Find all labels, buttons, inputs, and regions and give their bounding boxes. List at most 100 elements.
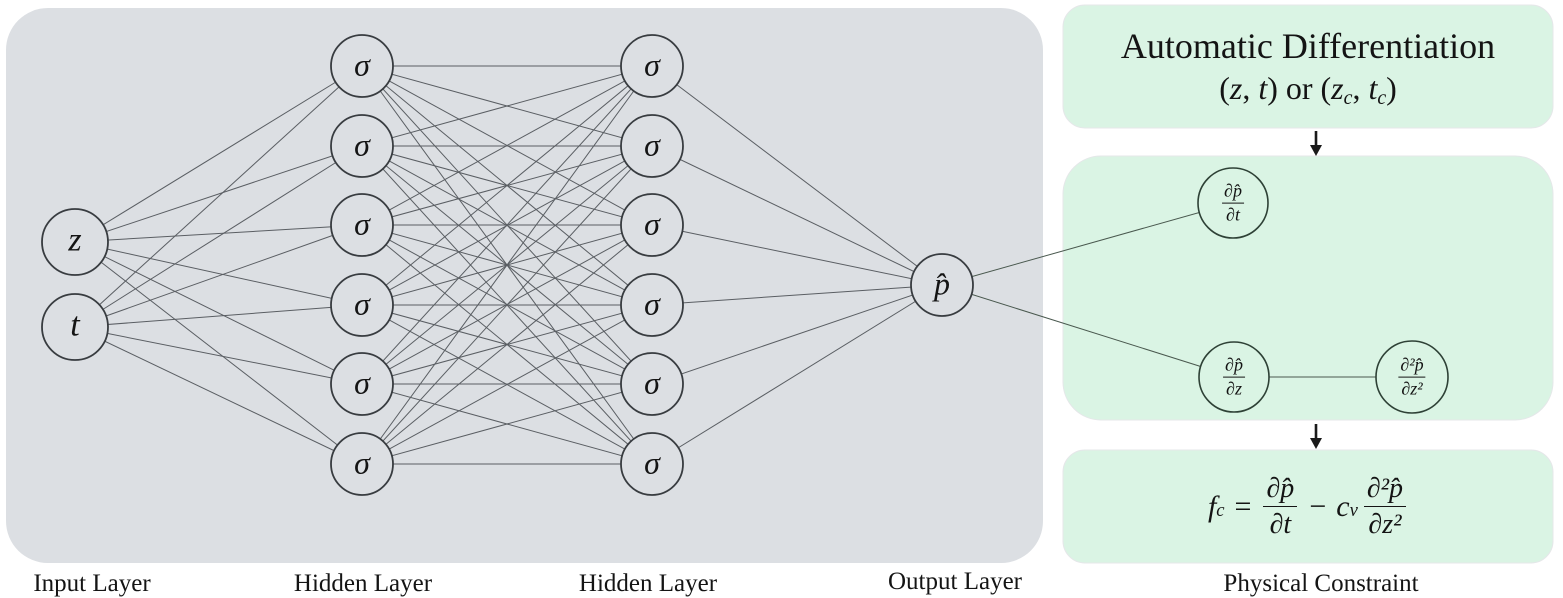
network-edge xyxy=(74,65,363,328)
hidden2-node-6 xyxy=(620,432,684,496)
eq-coef: c xyxy=(1336,489,1350,523)
subtitle-seg: , xyxy=(1242,69,1259,106)
network-edge xyxy=(361,65,653,385)
hidden1-node-3 xyxy=(330,193,394,257)
hidden-node-label: σ xyxy=(644,205,660,242)
network-edge xyxy=(651,145,943,286)
caption-hidden-layer-2: Hidden Layer xyxy=(578,570,718,597)
derivative-edge xyxy=(941,284,1235,378)
subtitle-sub: c xyxy=(1377,86,1387,109)
hidden-node-label: σ xyxy=(644,364,660,401)
network-edge xyxy=(74,241,363,306)
subtitle-seg: , xyxy=(1352,69,1369,106)
eq-frac2: ∂²p̂∂z² xyxy=(1363,473,1407,540)
network-edge xyxy=(651,284,943,385)
hidden-node-label: σ xyxy=(354,444,370,481)
network-edge xyxy=(74,224,363,328)
network-edge xyxy=(361,65,653,147)
hidden2-node-1 xyxy=(620,34,684,98)
hidden1-node-6 xyxy=(330,432,394,496)
eq-equals: = xyxy=(1234,489,1252,523)
dpdz-numerator: ∂p̂ xyxy=(1223,355,1245,378)
d2pdz2-numerator: ∂²p̂ xyxy=(1398,355,1426,378)
network-edge xyxy=(361,65,653,465)
network-edges xyxy=(74,65,1412,465)
eq-lhs: f xyxy=(1207,489,1217,523)
network-nodes xyxy=(41,34,1449,496)
network-edge xyxy=(74,326,363,385)
subtitle-seg: t xyxy=(1368,69,1378,106)
output-node xyxy=(910,253,974,317)
network-edge xyxy=(74,304,363,328)
arrow-down-bottom xyxy=(1310,424,1322,449)
hidden1-node-4 xyxy=(330,273,394,337)
dpdz-node-label: ∂p̂ ∂z xyxy=(1223,355,1245,399)
network-edge xyxy=(74,145,363,243)
network-edge xyxy=(74,241,363,465)
auto-diff-title: Automatic Differentiation xyxy=(1120,26,1496,67)
hidden1-node-2 xyxy=(330,114,394,178)
hidden-node-label: σ xyxy=(354,46,370,83)
network-edge xyxy=(651,224,943,286)
dpdt-node-label: ∂p̂ ∂t xyxy=(1222,181,1244,225)
hidden-node-label: σ xyxy=(644,126,660,163)
eq-frac1-den: ∂t xyxy=(1269,509,1292,540)
input-node-label-z: z xyxy=(68,221,82,259)
derivatives-box xyxy=(1062,155,1554,421)
network-edge xyxy=(361,145,653,465)
hidden-node-label: σ xyxy=(354,126,370,163)
dpdz-denominator: ∂z xyxy=(1226,378,1242,399)
dpdt-numerator: ∂p̂ xyxy=(1222,181,1244,204)
input-node-t xyxy=(41,293,109,361)
eq-minus: − xyxy=(1309,489,1327,523)
network-edge xyxy=(74,326,363,465)
network-edge xyxy=(74,224,363,243)
d2pdz2-denominator: ∂z² xyxy=(1401,378,1423,399)
auto-diff-box xyxy=(1062,4,1554,129)
network-edge xyxy=(74,241,363,385)
network-edge xyxy=(74,65,363,243)
hidden1-node-5 xyxy=(330,352,394,416)
network-edge xyxy=(361,65,653,306)
subtitle-seg: z xyxy=(1229,69,1243,106)
network-edge xyxy=(361,383,653,465)
eq-frac1: ∂p̂∂t xyxy=(1263,473,1298,540)
eq-frac1-num: ∂p̂ xyxy=(1263,473,1298,507)
hidden-node-label: σ xyxy=(354,364,370,401)
caption-input-layer: Input Layer xyxy=(33,570,151,597)
network-edge xyxy=(361,224,653,465)
hidden-node-label: σ xyxy=(354,205,370,242)
caption-output-layer: Output Layer xyxy=(888,568,1022,595)
hidden2-node-2 xyxy=(620,114,684,178)
eq-coef-sub: v xyxy=(1349,499,1358,521)
eq-frac2-den: ∂z² xyxy=(1368,509,1402,540)
input-node-z xyxy=(41,208,109,276)
network-edge xyxy=(651,65,943,286)
subtitle-seg: ( xyxy=(1219,69,1230,106)
network-edge xyxy=(74,145,363,328)
caption-physical-constraint: Physical Constraint xyxy=(1223,570,1419,597)
subtitle-seg: z xyxy=(1331,69,1344,106)
auto-diff-text: Automatic Differentiation (z, t) or (zc,… xyxy=(1063,5,1553,128)
hidden-node-label: σ xyxy=(644,285,660,322)
output-node-label: p̂ xyxy=(934,265,950,302)
subtitle-seg: ) xyxy=(1386,69,1397,106)
network-edge xyxy=(361,65,653,226)
hidden-node-label: σ xyxy=(354,285,370,322)
dpdt-denominator: ∂t xyxy=(1226,204,1240,225)
hidden2-node-4 xyxy=(620,273,684,337)
caption-hidden-layer-1: Hidden Layer xyxy=(293,570,433,597)
derivative-edge xyxy=(941,202,1234,286)
subtitle-seg: ) or ( xyxy=(1267,69,1332,106)
hidden2-node-5 xyxy=(620,352,684,416)
hidden-node-label: σ xyxy=(644,46,660,83)
constraint-box xyxy=(1062,449,1554,564)
auto-diff-subtitle: (z, t) or (zc, tc) xyxy=(1219,69,1397,109)
network-edge xyxy=(651,284,943,465)
hidden-node-label: σ xyxy=(644,444,660,481)
hidden2-node-3 xyxy=(620,193,684,257)
input-node-label-t: t xyxy=(70,306,80,344)
